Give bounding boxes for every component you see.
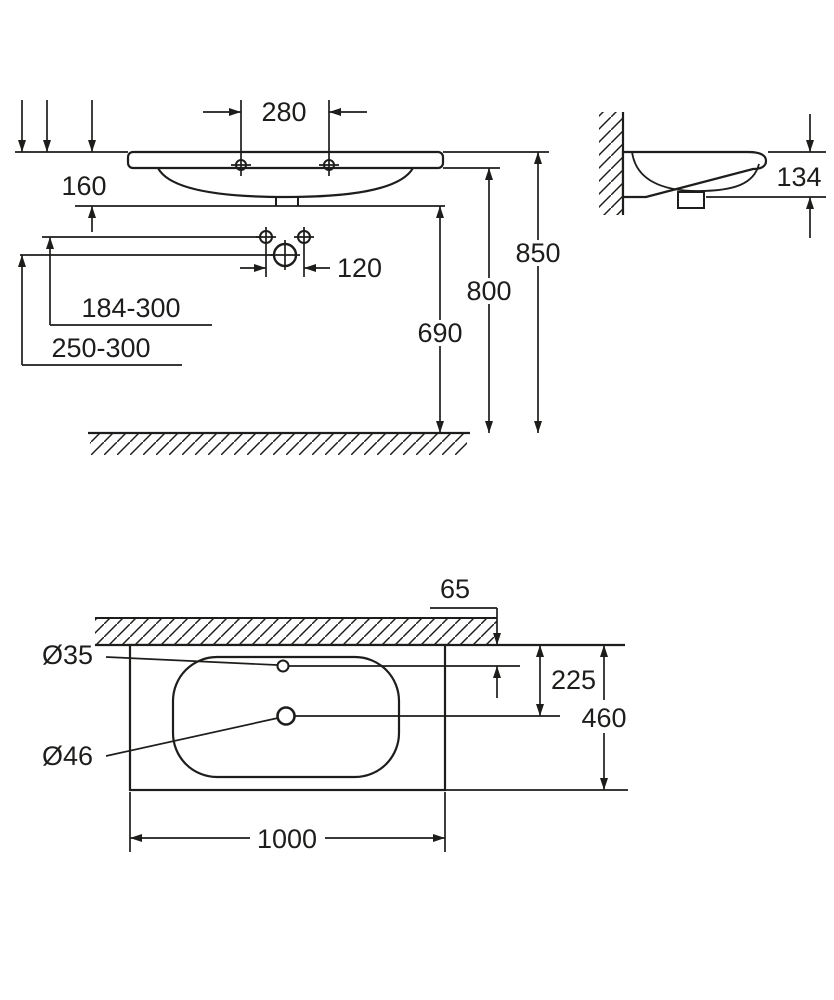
dim-184-300-label: 184-300: [81, 293, 180, 323]
basin-side-bowl-curve: [631, 151, 760, 192]
wall-hatch-top-view: [95, 619, 497, 644]
front-view-labels: 280 160 184-300 250-300 120 690 800 850: [51, 97, 560, 363]
side-view: [599, 112, 826, 238]
dim-160-label: 160: [61, 171, 106, 201]
dim-1000-label: 1000: [257, 824, 317, 854]
dim-65-label: 65: [440, 574, 470, 604]
faucet-hole-top-view: [276, 659, 290, 673]
faucet-diameter-leader: [105, 656, 278, 666]
dim-690-label: 690: [417, 318, 462, 348]
basin-front-bowl-outline: [157, 167, 414, 199]
dim-280-label: 280: [261, 97, 306, 127]
dim-250-300-label: 250-300: [51, 333, 150, 363]
dim-134-label: 134: [776, 162, 821, 192]
floor-hatch: [90, 434, 467, 455]
dim-460-label: 460: [581, 703, 626, 733]
wall-hatch-side: [599, 112, 623, 215]
drain-diameter-leader: [105, 717, 279, 757]
dim-850-label: 850: [515, 238, 560, 268]
side-view-labels: 134: [776, 162, 821, 192]
front-view: [15, 100, 549, 455]
basin-front-slab: [126, 150, 445, 170]
dim-225-label: 225: [551, 665, 596, 695]
basin-side-drain-stub: [677, 191, 705, 209]
dim-120-label: 120: [337, 253, 382, 283]
top-view: [95, 607, 628, 852]
drain-hole-top-view: [276, 706, 296, 726]
dim-800-label: 800: [466, 276, 511, 306]
drain-diameter-label: Ø46: [42, 741, 93, 771]
faucet-diameter-label: Ø35: [42, 640, 93, 670]
top-view-labels: 65 225 460 1000 Ø35 Ø46: [42, 574, 627, 854]
